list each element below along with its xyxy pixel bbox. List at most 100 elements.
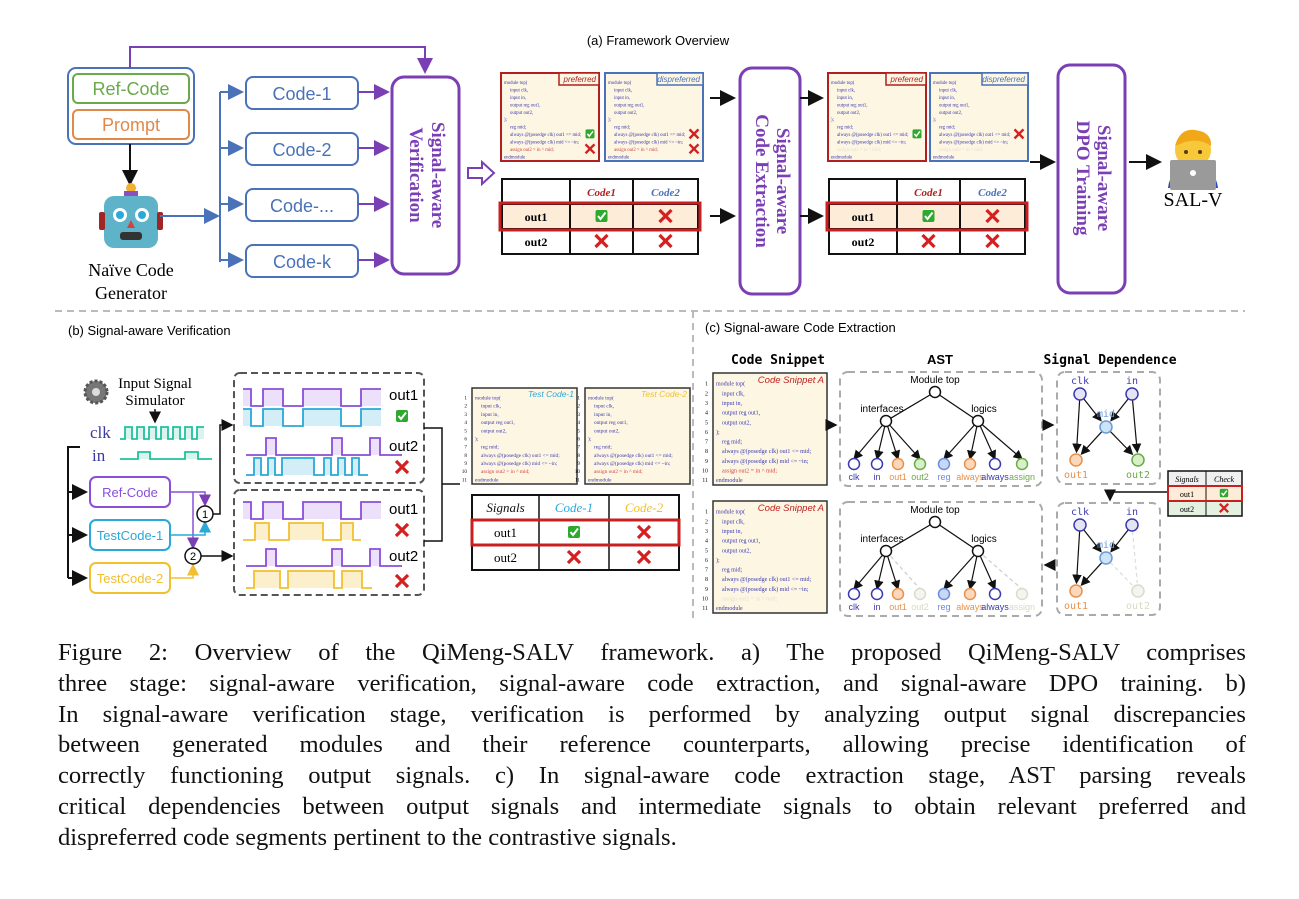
svg-text:10: 10 <box>702 596 708 602</box>
ast-leaf-node <box>1015 587 1029 601</box>
code-line: endmodule <box>504 156 525 161</box>
code-line: input in, <box>837 96 853 101</box>
generated-code-label: Code-k <box>273 252 332 272</box>
ast-leaf-node <box>988 587 1002 601</box>
code-line: output out2, <box>481 428 507 434</box>
ref-code-label: Ref-Code <box>92 79 169 99</box>
wave-out2-label: out2 <box>389 438 418 455</box>
code-line: input clk, <box>614 88 632 93</box>
caption-line: between generated modules and their refe… <box>58 731 1246 759</box>
code-line: module top( <box>475 395 501 402</box>
svg-text:10: 10 <box>702 468 708 474</box>
table-row-signal: out2 <box>852 235 875 249</box>
svg-text:9: 9 <box>705 587 708 593</box>
cross-icon <box>920 233 937 249</box>
ast-leaf-label: reg <box>937 602 950 612</box>
code-line: output reg out1, <box>614 103 645 108</box>
check-icon <box>567 525 581 539</box>
code-line: input clk, <box>594 404 614 410</box>
code-line: always @(posedge clk) mid <= ~in; <box>722 586 809 593</box>
code-line: endmodule <box>716 478 743 484</box>
stage1-label-1: Signal-aware <box>427 122 448 228</box>
code-line: output out2, <box>722 548 752 554</box>
test2-out1-waveform <box>243 522 361 541</box>
dependence-node <box>1131 453 1145 467</box>
code-line: input clk, <box>722 519 745 525</box>
code-line: reg mid; <box>837 126 853 131</box>
code-line: always @(posedge clk) out1 <= mid; <box>939 133 1010 138</box>
ast-leaf-label: always <box>956 472 984 482</box>
check-icon <box>395 409 409 423</box>
ast-leaf-label: in <box>873 472 880 482</box>
code-tag: Test Code-1 <box>528 389 574 399</box>
code-line: always @(posedge clk) mid <= ~in; <box>939 141 1008 146</box>
col-code-snippet: Code Snippet <box>731 353 825 368</box>
dependence-node-label: out1 <box>1064 601 1088 612</box>
code-line: module top( <box>831 81 855 86</box>
code-line: output reg out1, <box>722 411 761 417</box>
dependence-node-label: mid <box>1097 409 1115 420</box>
svg-text:1: 1 <box>202 509 208 521</box>
check-icon <box>594 209 609 223</box>
dependence-node-label: out1 <box>1064 470 1088 481</box>
dependence-node <box>1099 551 1113 565</box>
code-line: output out2, <box>722 420 752 426</box>
svg-text:10: 10 <box>462 469 468 475</box>
code-line: assign out2 = in ^ mid; <box>837 148 881 153</box>
code-line: endmodule <box>475 477 499 483</box>
dependence-node-label: clk <box>1071 507 1089 518</box>
code-line: always @(posedge clk) out1 <= mid; <box>594 452 673 459</box>
svg-text:7: 7 <box>464 445 467 451</box>
svg-text:3: 3 <box>577 412 580 418</box>
table-row-signal: out2 <box>1180 505 1194 514</box>
ast-leaf-node <box>891 587 905 601</box>
code-line: reg mid; <box>939 126 955 131</box>
code-line: module top( <box>716 381 745 388</box>
clk-waveform <box>120 426 204 440</box>
svg-text:3: 3 <box>705 401 708 407</box>
svg-text:6: 6 <box>464 436 467 442</box>
ast-leaf-node <box>847 457 861 471</box>
svg-text:6: 6 <box>705 558 708 564</box>
ast-leaf-label: always <box>981 472 1009 482</box>
robot-icon <box>99 183 163 248</box>
svg-text:1: 1 <box>577 396 580 402</box>
cross-icon <box>593 233 610 249</box>
svg-text:5: 5 <box>705 420 708 426</box>
code-line: output out2, <box>594 428 620 434</box>
panel-c-title: (c) Signal-aware Code Extraction <box>705 320 896 335</box>
code-line: input in, <box>722 401 743 407</box>
generated-code-label: Code-... <box>270 196 334 216</box>
table-header: Code1 <box>587 187 616 199</box>
svg-text:7: 7 <box>577 445 580 451</box>
ref-out2-waveform <box>246 437 402 456</box>
code-line: assign out2 = in ^ mid; <box>481 469 530 475</box>
code-line: ); <box>716 429 720 436</box>
ast-leaf-node <box>913 587 927 601</box>
caption-line: In signal-aware verification stage, veri… <box>58 700 1246 728</box>
testcode-2-module: TestCode-2 <box>97 571 163 586</box>
simulator-label-1: Input Signal <box>118 376 192 392</box>
cross-icon <box>657 233 674 249</box>
table-header: Code-1 <box>555 500 593 515</box>
code-tag: Test Code-2 <box>641 389 687 399</box>
dependence-node <box>1069 453 1083 467</box>
extracted-dispreferred-snippet: module top(input clk,input in,output reg… <box>929 72 1029 162</box>
svg-text:2: 2 <box>464 404 467 410</box>
code-tag: Code Snippet A <box>758 503 824 514</box>
table-header: Code2 <box>651 187 680 199</box>
ast-leaf-node <box>988 457 1002 471</box>
test1-out1-waveform <box>243 408 381 427</box>
svg-text:5: 5 <box>464 428 467 434</box>
ast-leaf-node <box>891 457 905 471</box>
col-signal-dependence: Signal Dependence <box>1043 353 1176 368</box>
output-model-label: SAL-V <box>1164 189 1223 211</box>
svg-text:2: 2 <box>705 519 708 525</box>
code-line: always @(posedge clk) mid <= ~in; <box>722 458 809 465</box>
